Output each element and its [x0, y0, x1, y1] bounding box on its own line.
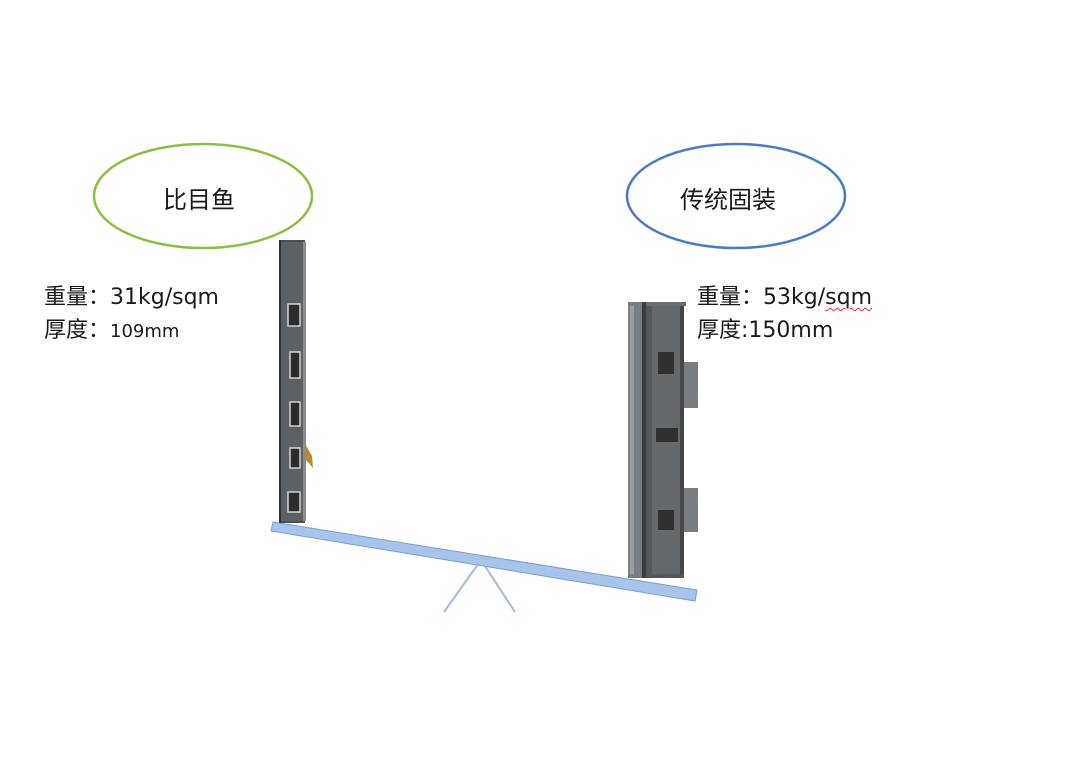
right-weight-value: 53kg/: [763, 285, 826, 310]
right-thickness-label: 厚度:: [697, 318, 749, 343]
left-ellipse-label: 比目鱼: [163, 186, 235, 214]
right-weight-label: 重量：: [697, 285, 764, 310]
right-specs: 重量：53kg/sqm 厚度:150mm: [697, 281, 872, 347]
left-weight-value: 31kg/sqm: [110, 285, 219, 310]
right-thickness-row: 厚度:150mm: [697, 314, 872, 347]
left-thickness-label: 厚度：: [44, 318, 111, 343]
right-weight-unit: sqm: [825, 285, 872, 310]
right-ellipse: [625, 142, 847, 250]
right-weight-row: 重量：53kg/sqm: [697, 281, 872, 314]
right-ellipse-label: 传统固装: [680, 186, 776, 214]
left-weight-label: 重量：: [44, 285, 111, 310]
left-thickness-value: 109mm: [110, 321, 180, 342]
thin-cabinet-image: [279, 240, 313, 523]
fulcrum: [443, 559, 516, 613]
seesaw-beam: [270, 521, 698, 602]
traditional-cabinet-image: [628, 302, 698, 578]
left-thickness-row: 厚度：109mm: [44, 314, 219, 348]
left-ellipse: [92, 142, 314, 250]
left-weight-row: 重量：31kg/sqm: [44, 281, 219, 314]
right-thickness-value: 150mm: [748, 318, 834, 343]
left-specs: 重量：31kg/sqm 厚度：109mm: [44, 281, 219, 348]
